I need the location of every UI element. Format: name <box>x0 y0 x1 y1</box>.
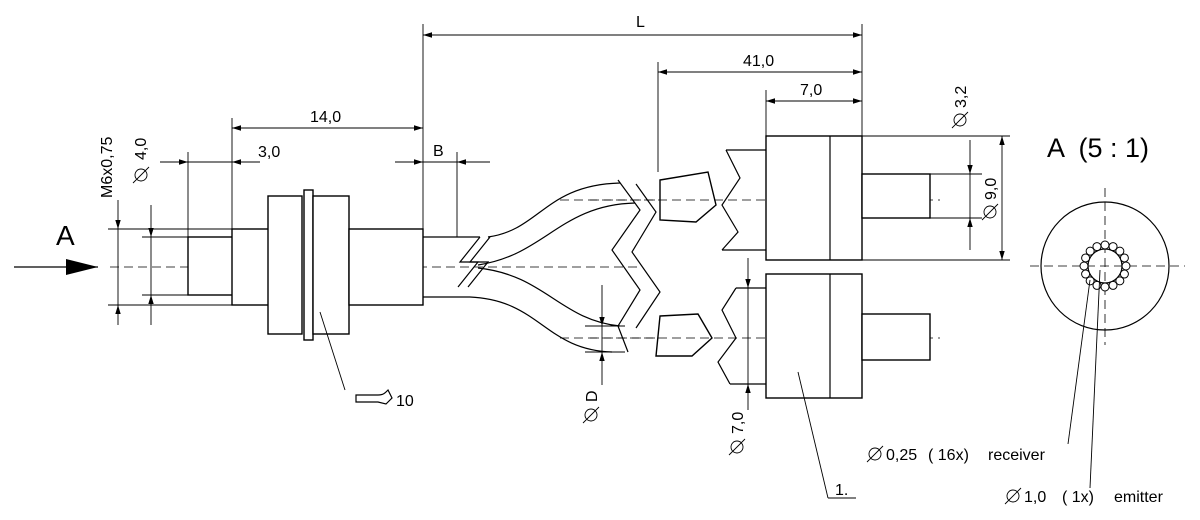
dim-thread-label: M6x0,75 <box>99 137 116 198</box>
wrench-icon <box>355 388 393 405</box>
receiver-fiber <box>1119 269 1129 279</box>
dim-dia32-label: 3,2 <box>953 86 970 108</box>
wrench-size-label: 10 <box>396 393 414 410</box>
dim-dia9-label: 9,0 <box>983 178 1000 200</box>
lower-fiber-end <box>560 273 940 399</box>
dim-l: L <box>422 14 863 229</box>
dim-dia4-label: 4,0 <box>133 138 150 160</box>
receiver-fiber <box>1119 253 1129 263</box>
dim-dia7-label: 7,0 <box>730 412 747 434</box>
receiver-fiber <box>1121 261 1131 271</box>
receiver-callout: 0,25 ( 16x) receiver <box>866 445 1046 464</box>
emitter-dia: 1,0 <box>1024 489 1046 506</box>
view-arrow-label: A <box>56 220 75 251</box>
receiver-fiber <box>1108 280 1118 290</box>
dia9-group: 9,0 <box>981 178 1000 221</box>
dia32-group: 3,2 <box>951 86 970 129</box>
receiver-fiber <box>1115 246 1125 256</box>
dim-41: 41,0 <box>657 53 862 172</box>
part-label: 1. <box>835 482 848 499</box>
dim-7-horizontal: 7,0 <box>765 82 862 136</box>
dim-d-label: D <box>584 390 601 402</box>
upper-fiber-end <box>560 135 940 261</box>
receiver-fiber <box>1092 242 1102 252</box>
dim-14: 14,0 <box>231 109 423 229</box>
dim-dia32-and-dia9: 3,2 9,0 <box>862 86 1010 261</box>
dim-d: D <box>582 285 625 424</box>
receiver-fiber <box>1108 242 1118 252</box>
dim-b-label: B <box>433 143 444 160</box>
receiver-fiber <box>1100 282 1110 292</box>
sensor-head <box>110 189 640 341</box>
dia7-group: 7,0 <box>728 412 747 456</box>
dim-3-label: 3,0 <box>258 144 280 161</box>
part-callout: 1. <box>797 371 856 499</box>
emitter-callout: 1,0 ( 1x) emitter <box>1004 487 1164 506</box>
receiver-fiber <box>1115 276 1125 286</box>
receiver-name: receiver <box>988 447 1046 464</box>
wrench-callout: 10 <box>319 311 414 410</box>
dim-thread-and-dia4: M6x0,75 4,0 <box>99 137 232 325</box>
dia-d-group: D <box>582 390 601 424</box>
dim-41-label: 41,0 <box>743 53 774 70</box>
detail-view-title: A (5 : 1) <box>1047 133 1149 163</box>
detail-view-a: A (5 : 1) <box>1030 133 1185 489</box>
dim-3: 3,0 <box>160 144 280 237</box>
view-arrow-a: A <box>14 220 98 275</box>
receiver-fiber <box>1100 240 1110 250</box>
receiver-fiber <box>1085 246 1095 256</box>
receiver-fibers <box>1079 240 1131 292</box>
emitter-name: emitter <box>1114 489 1164 506</box>
receiver-dia: 0,25 <box>886 447 917 464</box>
receiver-fiber <box>1079 261 1089 271</box>
receiver-fiber <box>1081 269 1091 279</box>
dim-l-label: L <box>636 14 645 31</box>
dim-7-vertical: 7,0 <box>728 258 751 456</box>
receiver-fiber <box>1081 253 1091 263</box>
dim-7-h-label: 7,0 <box>800 82 822 99</box>
receiver-count: ( 16x) <box>928 447 969 464</box>
fiber-cables <box>469 179 661 353</box>
emitter-count: ( 1x) <box>1062 489 1094 506</box>
dim-14-label: 14,0 <box>310 109 341 126</box>
dia4-group: 4,0 <box>132 138 150 184</box>
dim-b: B <box>395 143 490 237</box>
